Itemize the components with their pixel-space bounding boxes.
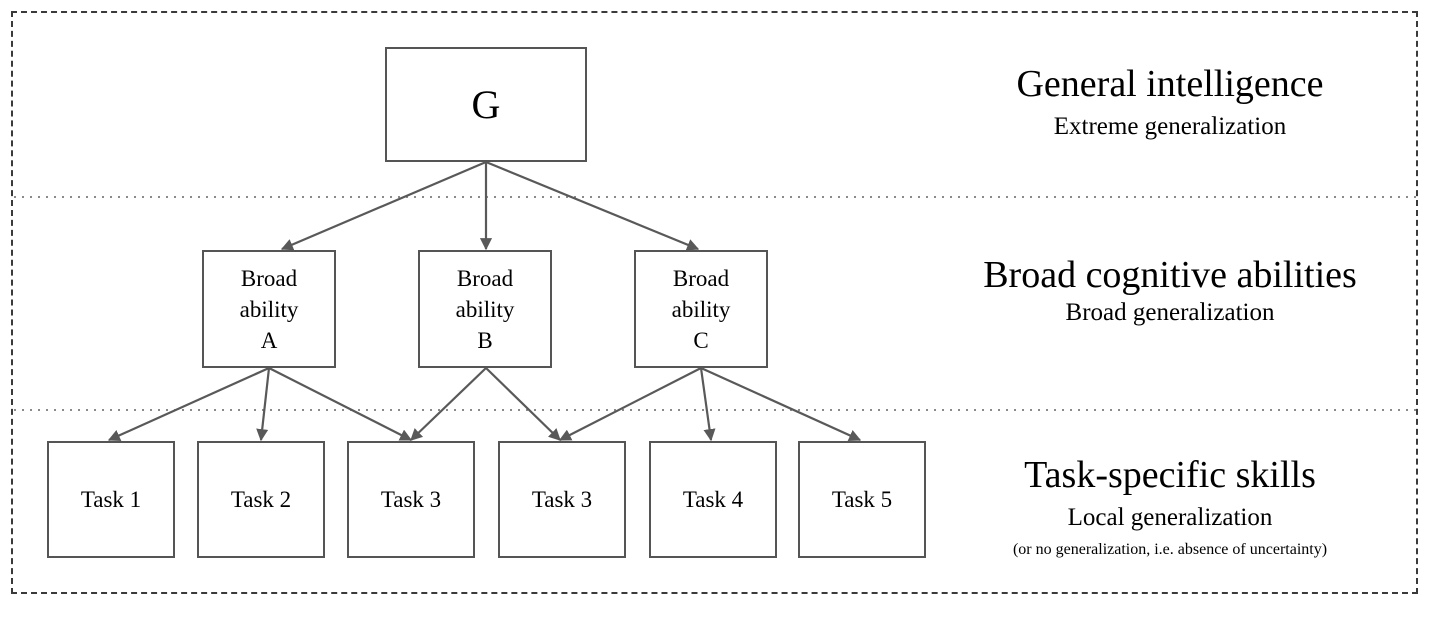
arrow-b-to-task3b [485, 367, 561, 441]
node-label: G [471, 82, 501, 127]
node-label-line: ability [671, 296, 731, 322]
node-label: Task 3 [380, 486, 442, 512]
node-label-line: Broad [240, 265, 298, 291]
broad-ability-c-node: Broad ability C [634, 250, 768, 368]
arrow-c-to-task5 [700, 366, 862, 442]
task-2-node: Task 2 [197, 441, 325, 558]
node-label-line: Broad [456, 265, 514, 291]
broad-ability-b-node: Broad ability B [418, 250, 552, 368]
arrow-c-to-task3b [558, 367, 702, 441]
task-1-node: Task 1 [47, 441, 175, 558]
node-label-line: Broad [672, 265, 730, 291]
task-4-node: Task 4 [649, 441, 777, 558]
node-label: Task 3 [531, 486, 593, 512]
diagram-frame [11, 11, 1418, 594]
node-label: Task 2 [230, 486, 292, 512]
node-label: Task 1 [80, 486, 142, 512]
node-label-line: A [260, 327, 278, 353]
level-general-subtitle: Extreme generalization [1053, 113, 1287, 140]
arrow-a-to-task1 [107, 366, 270, 442]
task-5-node: Task 5 [798, 441, 926, 558]
broad-ability-a-node: Broad ability A [202, 250, 336, 368]
task-3-duplicate-node: Task 3 [498, 441, 626, 558]
level-general-title: General intelligence [1016, 63, 1324, 105]
arrow-c-to-task4 [699, 367, 716, 442]
level-task-subtitle: Local generalization [1067, 504, 1273, 531]
node-label-line: B [477, 327, 493, 353]
level-task-title: Task-specific skills [1024, 454, 1316, 496]
node-label-line: C [693, 327, 709, 353]
task-3-node: Task 3 [347, 441, 475, 558]
arrow-g-to-a [280, 160, 487, 251]
arrow-a-to-task3a [268, 367, 413, 441]
node-label-line: ability [455, 296, 515, 322]
node-label: Task 4 [682, 486, 744, 512]
level-broad-subtitle: Broad generalization [1065, 299, 1275, 326]
general-intelligence-node: G [385, 47, 587, 162]
arrow-g-to-c [485, 160, 700, 251]
node-label-line: ability [239, 296, 299, 322]
node-label: Task 5 [831, 486, 893, 512]
arrow-a-to-task2 [256, 367, 271, 442]
level-task-note: (or no generalization, i.e. absence of u… [1012, 541, 1328, 558]
arrow-b-to-task3a [410, 367, 487, 441]
level-broad-title: Broad cognitive abilities [983, 254, 1357, 296]
